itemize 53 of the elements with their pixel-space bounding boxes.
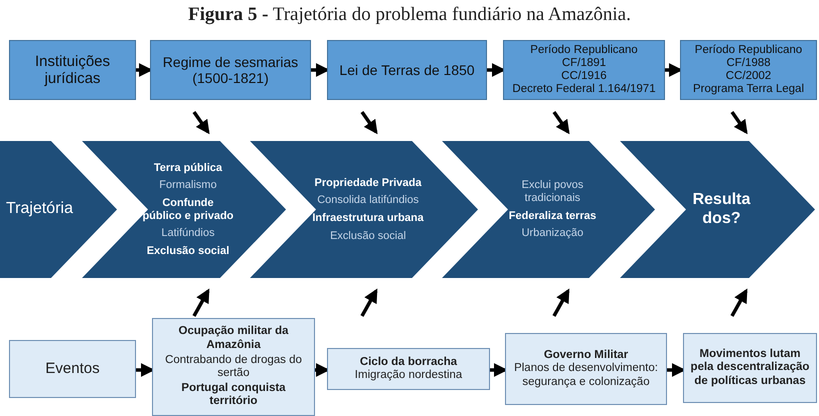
box-label: Programa Terra Legal bbox=[692, 83, 804, 96]
arrow bbox=[360, 288, 378, 317]
chevron-label: Confunde público e privado bbox=[142, 196, 234, 222]
box-label: Lei de Terras de 1850 bbox=[339, 62, 475, 78]
arrow bbox=[192, 111, 210, 134]
chevron-label: Exclusão social bbox=[330, 230, 406, 242]
process-box bbox=[152, 318, 315, 416]
chevron-label: Formalismo bbox=[159, 179, 217, 192]
process-box bbox=[150, 40, 311, 100]
box-label: Imigração nordestina bbox=[354, 369, 462, 382]
box-label: Planos de desenvolvimento: segurança e colonização bbox=[513, 362, 659, 389]
chevron-label: Exclui povos tradicionais bbox=[520, 179, 584, 204]
figure-title: Figura 5 - Trajetória do problema fundiário na Amazônia. bbox=[188, 4, 631, 26]
box-label: Regime de sesmarias (1500-1821) bbox=[162, 54, 300, 86]
process-box bbox=[683, 333, 817, 403]
box-label: Decreto Federal 1.164/1971 bbox=[512, 83, 656, 96]
arrow bbox=[730, 111, 748, 134]
box-label: Portugal conquista território bbox=[180, 382, 287, 409]
process-box bbox=[9, 340, 136, 398]
box-label: CF/1988 bbox=[726, 56, 771, 70]
box-label: Instituições jurídicas bbox=[34, 52, 112, 88]
arrow bbox=[360, 111, 378, 134]
arrow bbox=[192, 288, 210, 317]
box-label: Contrabando de drogas do sertão bbox=[164, 354, 303, 380]
chevron-label: Exclusão social bbox=[146, 244, 230, 258]
process-box bbox=[9, 40, 136, 100]
box-label: CC/1916 bbox=[561, 70, 607, 84]
box-label: CC/2002 bbox=[726, 70, 772, 84]
chevron-label: Trajetória bbox=[6, 200, 73, 219]
box-label: Eventos bbox=[45, 360, 100, 378]
box-label: Período Republicano bbox=[694, 44, 802, 57]
chevron-label: Infraestrutura urbana bbox=[312, 212, 424, 225]
chevron-label: Terra pública bbox=[154, 162, 222, 174]
chevron-label: Latifúndios bbox=[161, 227, 215, 240]
box-label: Movimentos lutam pela descentralização de políticas urbanas bbox=[690, 348, 810, 388]
chevron-label: Consolida latifúndios bbox=[317, 194, 419, 207]
box-label: Ocupação militar da Amazônia bbox=[178, 325, 290, 352]
box-label: CF/1891 bbox=[562, 56, 606, 70]
box-label: Ciclo da borracha bbox=[360, 356, 458, 369]
arrow bbox=[552, 111, 570, 134]
box-label: Período Republicano bbox=[530, 44, 638, 57]
box-label: Governo Militar bbox=[544, 349, 628, 362]
process-box bbox=[327, 40, 487, 100]
arrow bbox=[730, 288, 748, 317]
process-box bbox=[503, 40, 665, 100]
process-box bbox=[680, 40, 817, 100]
process-box bbox=[327, 348, 490, 390]
chevron-label: Federaliza terras bbox=[508, 210, 596, 222]
arrow bbox=[552, 288, 570, 317]
chevron-label: Propriedade Privada bbox=[314, 176, 422, 190]
chevron-label: Urbanização bbox=[522, 227, 584, 240]
process-box bbox=[505, 333, 667, 405]
chevron-label: Resulta dos? bbox=[692, 191, 752, 228]
